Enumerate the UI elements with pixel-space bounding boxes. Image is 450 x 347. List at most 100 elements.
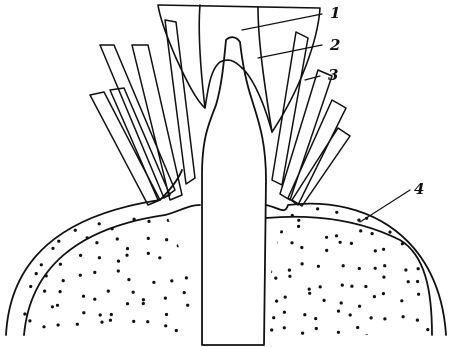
stipple-dot <box>357 219 360 222</box>
stipple-dot <box>23 312 26 315</box>
stipple-dot <box>93 298 96 301</box>
left-stipple <box>23 218 189 333</box>
stipple-dot <box>117 260 120 263</box>
stipple-dot <box>274 277 277 280</box>
stipple-dot <box>184 259 187 262</box>
stipple-dot <box>147 252 150 255</box>
stipple-dot <box>402 211 405 214</box>
stipple-dot <box>42 325 45 328</box>
stipple-dot <box>297 225 300 228</box>
stipple-dot <box>111 227 114 230</box>
stipple-dot <box>300 246 303 249</box>
stipple-dot <box>183 291 186 294</box>
stipple-dot <box>164 324 167 327</box>
stipple-dot <box>109 319 112 322</box>
stipple-dot <box>401 242 404 245</box>
stipple-dot <box>290 241 293 244</box>
stipple-dot <box>425 247 428 250</box>
stipple-dot <box>269 270 272 273</box>
stipple-dot <box>403 228 406 231</box>
stipple-dot <box>126 247 129 250</box>
callout-3: 3 <box>328 66 338 84</box>
stipple-dot <box>127 278 130 281</box>
central-stalk <box>202 37 266 345</box>
right-fibers <box>272 32 350 206</box>
stipple-dot <box>280 230 283 233</box>
stipple-dot <box>117 269 120 272</box>
stipple-dot <box>426 328 429 331</box>
stipple-dot <box>416 280 419 283</box>
stipple-dot <box>95 241 98 244</box>
stipple-dot <box>402 315 405 318</box>
stipple-dot <box>28 224 31 227</box>
stipple-dot <box>358 267 361 270</box>
stipple-dot <box>132 320 135 323</box>
stipple-dot <box>382 276 385 279</box>
stipple-dot <box>371 232 374 235</box>
stipple-dot <box>314 317 317 320</box>
stipple-dot <box>35 272 38 275</box>
stipple-dot <box>358 305 361 308</box>
stipple-dot <box>158 256 161 259</box>
stipple-dot <box>365 334 368 337</box>
stipple-dot <box>57 240 60 243</box>
stipple-dot <box>170 279 173 282</box>
stipple-dot <box>147 237 150 240</box>
stipple-dot <box>98 256 101 259</box>
stipple-dot <box>325 236 328 239</box>
stipple-dot <box>337 310 340 313</box>
stipple-dot <box>132 291 135 294</box>
stipple-dot <box>177 244 180 247</box>
stipple-dot <box>74 229 77 232</box>
stipple-dot <box>301 332 304 335</box>
stipple-dot <box>79 254 82 257</box>
leader-line-1 <box>242 14 322 30</box>
stipple-dot <box>57 323 60 326</box>
stipple-dot <box>98 222 101 225</box>
stipple-dot <box>316 207 319 210</box>
stipple-dot <box>337 331 340 334</box>
stipple-dot <box>417 233 420 236</box>
stipple-dot <box>93 271 96 274</box>
stipple-dot <box>385 337 388 340</box>
stipple-dot <box>79 274 82 277</box>
callout-4: 4 <box>414 180 424 198</box>
stipple-dot <box>40 220 43 223</box>
stipple-dot <box>325 249 328 252</box>
stipple-dot <box>62 224 65 227</box>
stipple-dot <box>45 274 48 277</box>
stipple-dot <box>24 234 27 237</box>
stipple-dot <box>364 285 367 288</box>
left-body <box>6 170 200 335</box>
stipple-dot <box>301 262 304 265</box>
stipple-dot <box>152 281 155 284</box>
stipple-dot <box>110 313 113 316</box>
stipple-dot <box>43 290 46 293</box>
stipple-dot <box>146 320 149 323</box>
stipple-dot <box>142 302 145 305</box>
stipple-dot <box>116 237 119 240</box>
stipple-dot <box>317 265 320 268</box>
stipple-dot <box>308 292 311 295</box>
stipple-dot <box>342 264 345 267</box>
right-body <box>263 204 446 340</box>
callout-2: 2 <box>329 36 340 54</box>
stipple-dot <box>99 313 102 316</box>
stipple-dot <box>126 302 129 305</box>
stipple-dot <box>51 247 54 250</box>
stipple-dot <box>56 304 59 307</box>
stipple-dot <box>283 326 286 329</box>
stipple-dot <box>404 268 407 271</box>
stipple-dot <box>323 299 326 302</box>
stipple-dot <box>407 280 410 283</box>
stipple-dot <box>147 220 150 223</box>
stipple-dot <box>388 231 391 234</box>
stipple-dot <box>374 249 377 252</box>
stipple-dot <box>272 316 275 319</box>
stipple-dot <box>356 326 359 329</box>
stipple-dot <box>400 299 403 302</box>
stipple-dot <box>374 267 377 270</box>
stipple-dot <box>125 254 128 257</box>
stipple-dot <box>339 241 342 244</box>
